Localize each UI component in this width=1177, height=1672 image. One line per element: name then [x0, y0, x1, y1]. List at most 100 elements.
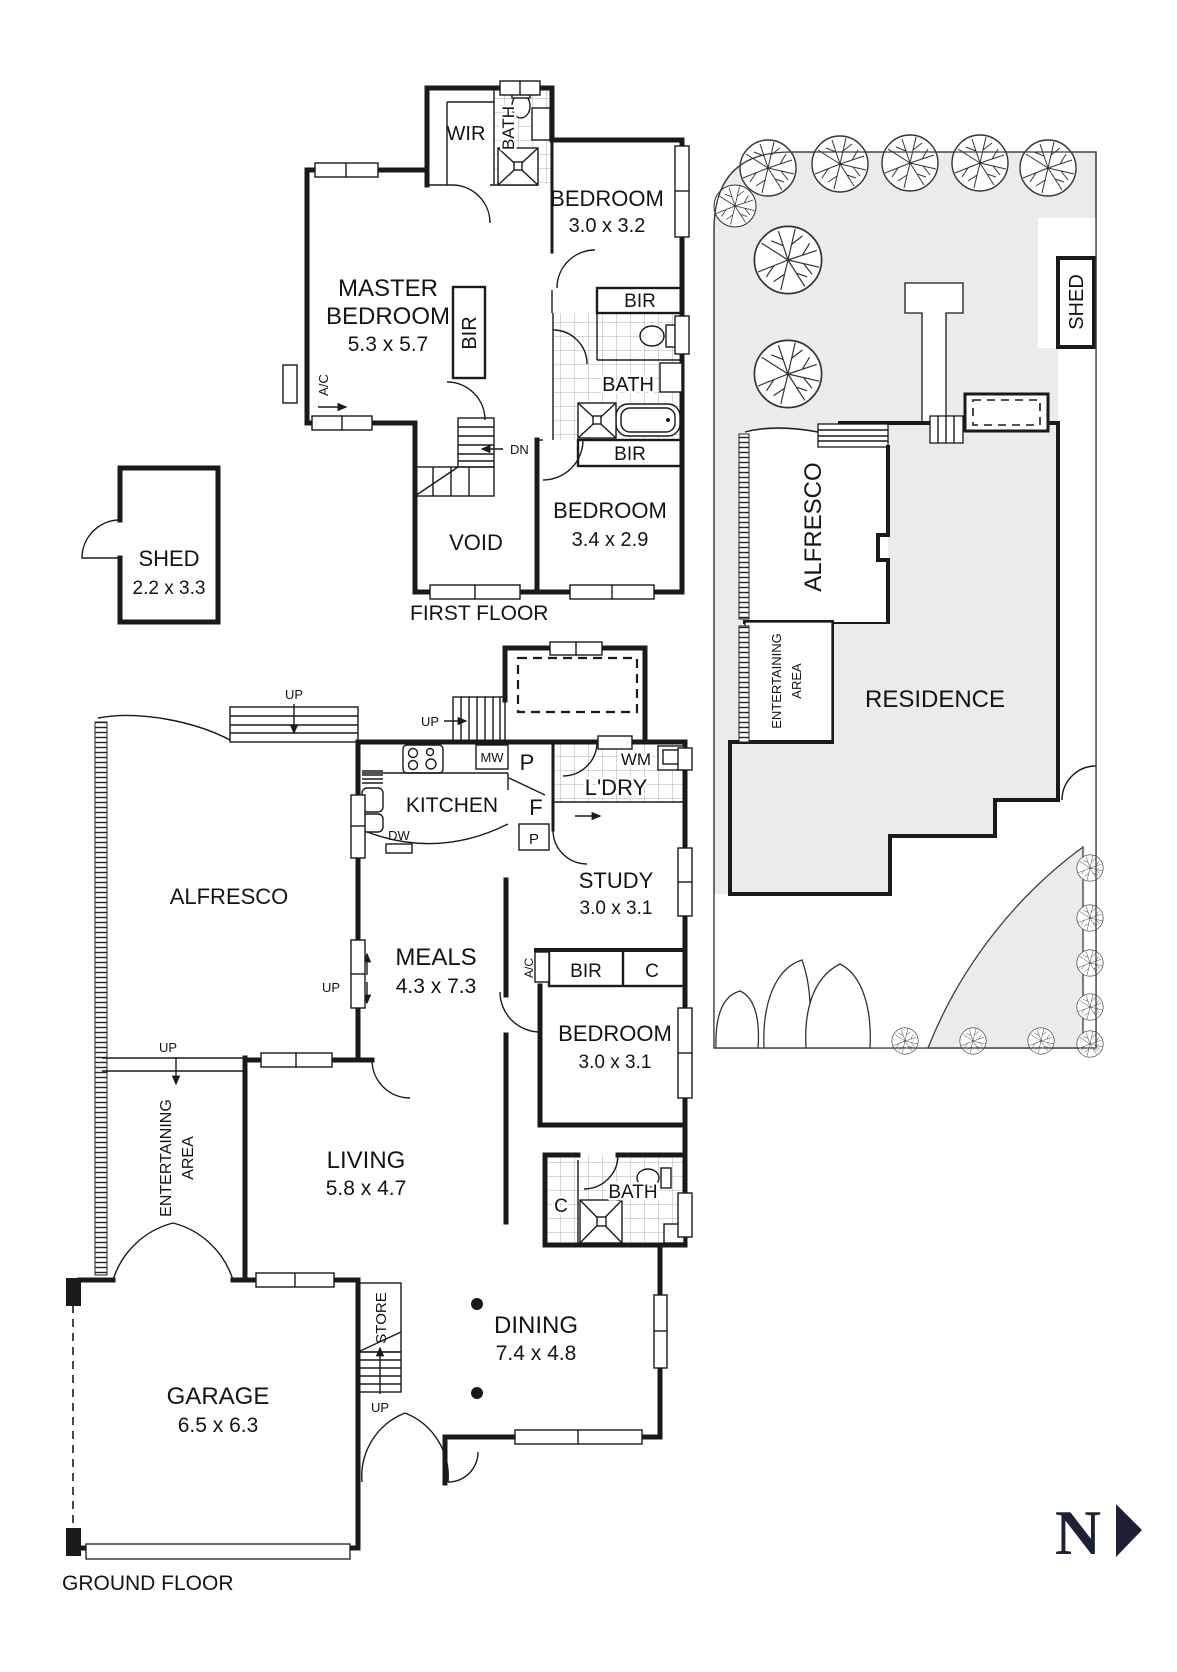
ff-bir-bottom-label: BIR — [614, 444, 646, 465]
ff-bath-top-label: BATH — [499, 106, 518, 150]
gf-up-label4: UP — [159, 1040, 177, 1055]
gf-living-dim: 5.8 x 4.7 — [326, 1177, 407, 1200]
gf-bir-label: BIR — [570, 961, 602, 982]
shed-plan: SHED 2.2 x 3.3 — [81, 465, 221, 625]
gf-garage-dim: 6.5 x 6.3 — [178, 1414, 259, 1437]
site-residence-label: RESIDENCE — [865, 686, 1005, 713]
gf-bedroom-door — [499, 991, 541, 1033]
ff-void-label: VOID — [449, 530, 503, 555]
ff-bir-bottom-closet — [576, 438, 684, 468]
ff-windows — [311, 80, 690, 600]
ground-floor-plan: UP UP ALFRESCO KITCHEN MW P F P DW WM L'… — [62, 641, 693, 1595]
site-bush — [805, 963, 871, 1049]
gf-stairs-up — [452, 696, 506, 743]
gf-up-label5: UP — [371, 1400, 389, 1415]
ff-master-label2: BEDROOM — [326, 303, 450, 330]
gf-windows — [255, 735, 693, 1445]
shed-door — [81, 519, 121, 559]
site-entertaining-label2: AREA — [789, 663, 804, 699]
gf-entertaining-label1: ENTERTAINING — [158, 1099, 175, 1217]
gf-up-label2: UP — [285, 687, 303, 702]
ff-ac-label: A/C — [316, 374, 331, 396]
gf-dashed-overhang — [516, 656, 639, 714]
site-fence-upper — [738, 433, 750, 620]
ff-stairs-down — [414, 417, 495, 497]
gf-up-label: UP — [421, 714, 439, 729]
ff-bath-fixtures — [577, 324, 683, 439]
gf-living-door — [371, 1059, 411, 1099]
gf-garage-door-panel — [85, 1543, 351, 1560]
gf-laundry-label: L'DRY — [585, 775, 648, 800]
gf-dw-label: DW — [388, 828, 410, 843]
site-plan: SHED ALFRESCO ENTERTAINING AREA RESIDENC… — [713, 134, 1104, 1058]
gf-study-label: STUDY — [579, 868, 654, 893]
gf-entry-doors — [361, 1412, 449, 1483]
ff-wir-door — [451, 184, 491, 224]
north-arrow-icon — [1116, 1504, 1142, 1557]
ff-master-dim: 5.3 x 5.7 — [348, 333, 429, 356]
site-shed-label: SHED — [1066, 274, 1088, 330]
gf-closet-label: C — [645, 961, 659, 982]
gf-bath-door — [583, 1154, 619, 1190]
gf-kitchen-fixtures — [361, 744, 550, 854]
ff-wir-label: WIR — [447, 123, 486, 145]
site-gate-arc — [1061, 765, 1097, 801]
gf-garage-label: GARAGE — [167, 1383, 270, 1410]
north-compass: N — [1055, 1497, 1142, 1568]
ff-bedroom1-dim: 3.0 x 3.2 — [569, 215, 646, 237]
first-floor-plan: WIR BATH BEDROOM 3.0 x 3.2 MASTER BEDROO… — [282, 80, 690, 625]
site-shed-box — [1056, 256, 1096, 349]
shed-label: SHED — [138, 546, 199, 571]
site-alfresco-label: ALFRESCO — [800, 462, 827, 591]
site-fence-lower — [738, 625, 750, 743]
gf-bath-label: BATH — [608, 1182, 657, 1203]
ff-master-bir-label: BIR — [459, 316, 481, 349]
site-entertaining-court — [744, 621, 833, 743]
ff-bedroom1-label: BEDROOM — [550, 186, 664, 211]
gf-mw-label: MW — [480, 750, 504, 765]
gf-study-dim: 3.0 x 3.1 — [580, 898, 653, 919]
gf-dining-label: DINING — [494, 1312, 578, 1339]
gf-pantry2-label: P — [529, 831, 539, 848]
gf-alfresco — [94, 706, 359, 1276]
gf-up-label3: UP — [322, 980, 340, 995]
gf-bath-fixtures — [579, 1167, 685, 1244]
ff-master-bir-closet — [451, 285, 487, 380]
site-alfresco-court — [745, 430, 888, 622]
site-entertaining-label: ENTERTAINING — [769, 633, 784, 729]
ff-master-door — [446, 381, 486, 421]
gf-pantry-label: P — [520, 750, 535, 775]
gf-entertaining-doors — [112, 1222, 234, 1281]
gf-side-fence — [94, 721, 108, 1276]
ff-bath-label: BATH — [602, 374, 654, 396]
gf-wm-label: WM — [621, 750, 651, 769]
ff-bedroom2-label: BEDROOM — [553, 498, 667, 523]
ff-ac-unit — [282, 364, 298, 404]
ff-bedroom2-dim: 3.4 x 2.9 — [572, 529, 649, 551]
ff-bedroom1-door — [556, 249, 596, 289]
gf-study-door — [552, 829, 588, 865]
gf-alfresco-label: ALFRESCO — [170, 884, 289, 909]
site-side-path — [1058, 348, 1096, 800]
site-bush — [715, 990, 760, 1049]
gf-hall-door — [447, 1451, 479, 1483]
gf-living-label: LIVING — [327, 1147, 406, 1174]
gf-fridge-label: F — [529, 795, 542, 820]
gf-entertaining-label2: AREA — [180, 1136, 197, 1180]
ff-dn-label: DN — [510, 442, 529, 457]
gf-store-label: STORE — [373, 1292, 390, 1343]
first-floor-title: FIRST FLOOR — [410, 602, 548, 625]
gf-dining-dim: 7.4 x 4.8 — [496, 1342, 577, 1365]
north-label: N — [1055, 1497, 1101, 1568]
gf-meals-label: MEALS — [395, 944, 476, 971]
gf-bath-closet-label: C — [554, 1196, 568, 1217]
ff-bir-top-closet — [595, 286, 684, 315]
ff-master-label1: MASTER — [338, 275, 438, 302]
gf-ac-label: A/C — [522, 958, 536, 978]
ff-bir-top-label: BIR — [624, 291, 656, 312]
ground-floor-title: GROUND FLOOR — [62, 1572, 234, 1595]
ff-bedroom2-door — [542, 439, 584, 481]
gf-bedroom-dim: 3.0 x 3.1 — [579, 1052, 652, 1073]
shed-dim: 2.2 x 3.3 — [133, 578, 206, 599]
